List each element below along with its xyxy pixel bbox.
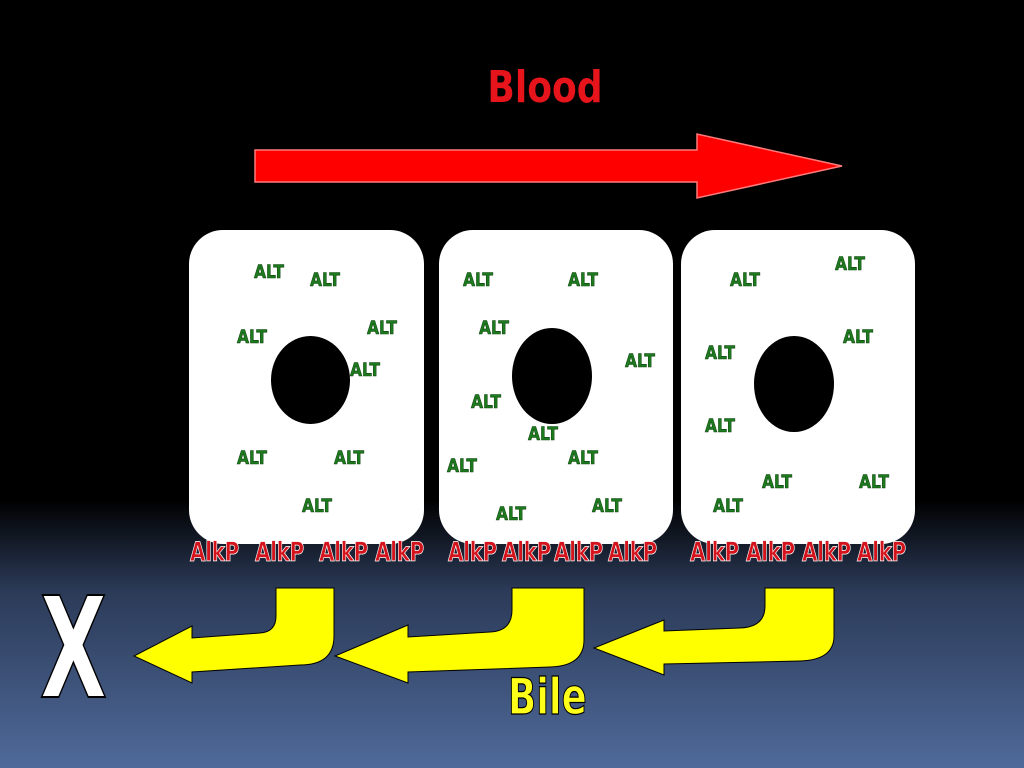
alt-label: ALT [254, 261, 285, 283]
nucleus-2 [512, 328, 592, 424]
alkp-label: AlkP [190, 537, 240, 568]
alt-label: ALT [713, 495, 744, 517]
alkp-label: AlkP [802, 537, 852, 568]
alt-label: ALT [350, 359, 381, 381]
alkp-label: AlkP [448, 537, 498, 568]
alt-label: ALT [705, 342, 736, 364]
alkp-label: AlkP [502, 537, 552, 568]
alt-label: ALT [302, 495, 333, 517]
alt-label: ALT [334, 447, 365, 469]
alkp-label: AlkP [608, 537, 658, 568]
bile-arrow-1 [132, 587, 335, 684]
blocked-mark: X [39, 568, 107, 731]
alt-label: ALT [496, 503, 527, 525]
alt-label: ALT [843, 326, 874, 348]
alkp-label: AlkP [690, 537, 740, 568]
alt-label: ALT [237, 447, 268, 469]
alt-label: ALT [592, 495, 623, 517]
alt-label: ALT [568, 269, 599, 291]
alt-label: ALT [367, 317, 398, 339]
alt-label: ALT [237, 326, 268, 348]
nucleus-1 [271, 336, 350, 424]
alt-label: ALT [310, 269, 341, 291]
alkp-label: AlkP [746, 537, 796, 568]
blood-flow-arrow [254, 133, 843, 199]
alt-label: ALT [528, 423, 559, 445]
alkp-label: AlkP [857, 537, 907, 568]
nucleus-3 [754, 336, 834, 432]
alt-label: ALT [568, 447, 599, 469]
alkp-label: AlkP [255, 537, 305, 568]
alt-label: ALT [625, 350, 656, 372]
alkp-label: AlkP [319, 537, 369, 568]
alkp-label: AlkP [554, 537, 604, 568]
alkp-label: AlkP [375, 537, 425, 568]
alt-label: ALT [479, 317, 510, 339]
bile-label: Bile [508, 668, 588, 726]
bile-arrow-3 [592, 587, 835, 676]
alt-label: ALT [463, 269, 494, 291]
alt-label: ALT [762, 471, 793, 493]
alt-label: ALT [730, 269, 761, 291]
bile-arrow-2 [333, 587, 585, 684]
alt-label: ALT [705, 415, 736, 437]
alt-label: ALT [471, 391, 502, 413]
alt-label: ALT [447, 455, 478, 477]
blood-label: Blood [487, 62, 603, 113]
alt-label: ALT [859, 471, 890, 493]
alt-label: ALT [835, 253, 866, 275]
